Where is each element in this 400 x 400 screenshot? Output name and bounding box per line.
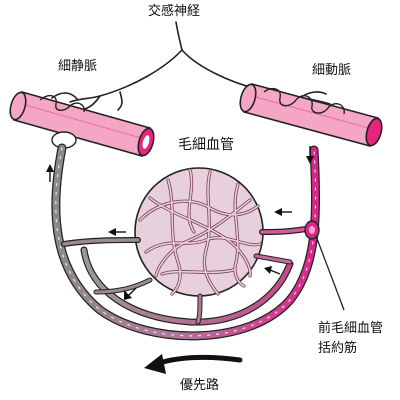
arrow-up-left-icon [46, 164, 54, 182]
arrow-down-left-icon [124, 287, 137, 300]
sphincter-leader-line [315, 235, 345, 311]
label-precapillary-sphincter-line2: 括約筋 [318, 341, 358, 356]
capillary-network [134, 167, 264, 297]
arrow-left-upper-icon [274, 208, 292, 216]
flow-arrows [46, 146, 314, 300]
precapillary-sphincter [304, 220, 320, 240]
preferential-flow-arrow-icon [144, 354, 243, 374]
arrow-left-inner-icon [108, 228, 126, 236]
label-venule: 細静脈 [58, 59, 98, 74]
label-precapillary-sphincter-line1: 前毛細血管 [318, 321, 384, 336]
preferential-channel [51, 143, 321, 341]
capillary-branches [61, 225, 315, 325]
label-capillaries: 毛細血管 [178, 137, 234, 153]
label-preferential-channel: 優先路 [180, 378, 220, 393]
arrow-down-right-icon [306, 146, 314, 164]
label-sympathetic-nerve: 交感神経 [148, 4, 201, 19]
arrow-left-mid-icon [264, 266, 281, 275]
arteriole [239, 83, 383, 147]
venule [9, 91, 155, 157]
label-arteriole: 細動脈 [312, 63, 352, 78]
